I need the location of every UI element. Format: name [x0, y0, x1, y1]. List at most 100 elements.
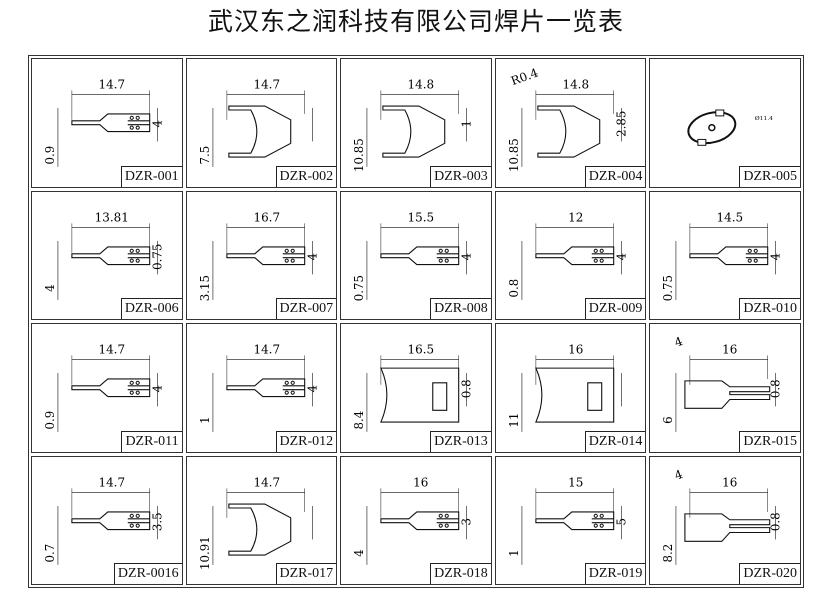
- u-part-outline: [537, 105, 601, 158]
- part-drawing: 14.70.94: [43, 78, 165, 167]
- dimension-label: 3.15: [197, 275, 211, 301]
- dimension-label: 16: [723, 343, 738, 357]
- part-code-label: DZR-007: [275, 298, 337, 319]
- part-drawing: 15.50.754: [352, 210, 474, 301]
- hole-mark: [593, 258, 598, 263]
- dimension-label: 4: [305, 385, 319, 392]
- hole-mark: [290, 380, 295, 385]
- part-drawing: 14.710.91: [197, 475, 313, 570]
- step-part-outline: [684, 512, 771, 542]
- dimension-label: 16.7: [253, 210, 280, 224]
- plate-part-outline: [380, 367, 460, 423]
- fork-part-outline: [71, 378, 151, 398]
- hole-mark: [754, 248, 759, 253]
- page-title: 武汉东之润科技有限公司焊片一览表: [207, 7, 624, 36]
- hole-mark: [593, 248, 598, 253]
- hole-mark: [438, 513, 444, 518]
- fork-part-outline: [535, 510, 615, 530]
- dimension-label: 10.91: [197, 536, 211, 570]
- part-code-label: DZR-006: [120, 298, 182, 319]
- dimension-label: 0.8: [769, 379, 783, 398]
- dimension-label: 3: [460, 517, 474, 524]
- part-code-label: DZR-002: [275, 165, 337, 187]
- hole-mark: [135, 258, 140, 263]
- hole-mark: [129, 523, 134, 528]
- part-drawing: 168.20.84: [661, 467, 783, 565]
- hole-mark: [290, 390, 295, 395]
- hole-mark: [290, 248, 295, 253]
- dimension-label: 11: [507, 413, 521, 428]
- dimension-label: 14.7: [98, 475, 125, 489]
- hole-mark: [135, 390, 140, 395]
- part-code-label: DZR-013: [430, 430, 491, 452]
- part-code-label: DZR-014: [584, 430, 646, 452]
- part-code-label: DZR-011: [121, 430, 182, 452]
- hole-mark: [135, 115, 140, 120]
- dimension-label: 15.5: [408, 210, 435, 224]
- dimension-label: 0.7: [43, 543, 57, 562]
- dimension-label: 7.5: [197, 146, 211, 165]
- hole-mark: [748, 248, 753, 253]
- dimension-label: 14.7: [253, 78, 280, 92]
- hole-mark: [129, 380, 134, 385]
- hole-mark: [290, 258, 295, 263]
- hole-mark: [129, 258, 134, 263]
- dimension-label: 4: [43, 284, 57, 291]
- step-part-outline: [684, 380, 771, 409]
- dimension-label: 4: [769, 252, 783, 259]
- dimension-label: 10.85: [507, 138, 521, 172]
- u-part-outline: [227, 105, 291, 158]
- hole-mark: [444, 248, 450, 253]
- part-code-label: DZR-017: [275, 563, 337, 584]
- fork-part-outline: [535, 245, 615, 265]
- part-code-label: DZR-010: [739, 298, 800, 319]
- part-drawing: 14.7 7.5: [197, 78, 313, 167]
- part-drawing: Ø11.4: [687, 109, 774, 146]
- dimension-label: 0.75: [151, 243, 165, 269]
- hole-mark: [129, 115, 134, 120]
- dimension-label: 4: [151, 385, 165, 392]
- hole-mark: [284, 248, 289, 253]
- fork-part-outline: [71, 113, 151, 133]
- dimension-label: 6: [661, 416, 675, 423]
- disc-part: [687, 109, 737, 146]
- hole-mark: [129, 513, 134, 518]
- dimension-label: 14.8: [562, 78, 589, 92]
- dimension-label: 16.5: [408, 343, 435, 357]
- part-code-label: DZR-009: [584, 298, 646, 319]
- fork-part-outline: [225, 378, 305, 398]
- dimension-label: 4: [614, 252, 628, 259]
- hole-mark: [135, 380, 140, 385]
- dimension-label: 4: [151, 120, 165, 127]
- hole-mark: [129, 390, 134, 395]
- hole-mark: [284, 390, 289, 395]
- dimension-label: 16: [723, 475, 738, 489]
- dimension-label: 0.8: [460, 379, 474, 398]
- part-drawing: 14.70.94: [43, 343, 165, 432]
- dimension-label: 0.8: [769, 512, 783, 531]
- dimension-label: 4: [305, 252, 319, 259]
- part-code-label: DZR-018: [430, 563, 491, 584]
- hole-mark: [593, 513, 598, 518]
- part-drawing: 14.714: [197, 343, 319, 432]
- dimension-label: 4: [673, 467, 685, 483]
- dimension-label: 3.5: [151, 512, 165, 531]
- dimension-label: 16: [413, 475, 428, 489]
- hole-mark: [129, 248, 134, 253]
- dimension-label: 0.75: [661, 275, 675, 301]
- dimension-label: 1: [197, 416, 211, 423]
